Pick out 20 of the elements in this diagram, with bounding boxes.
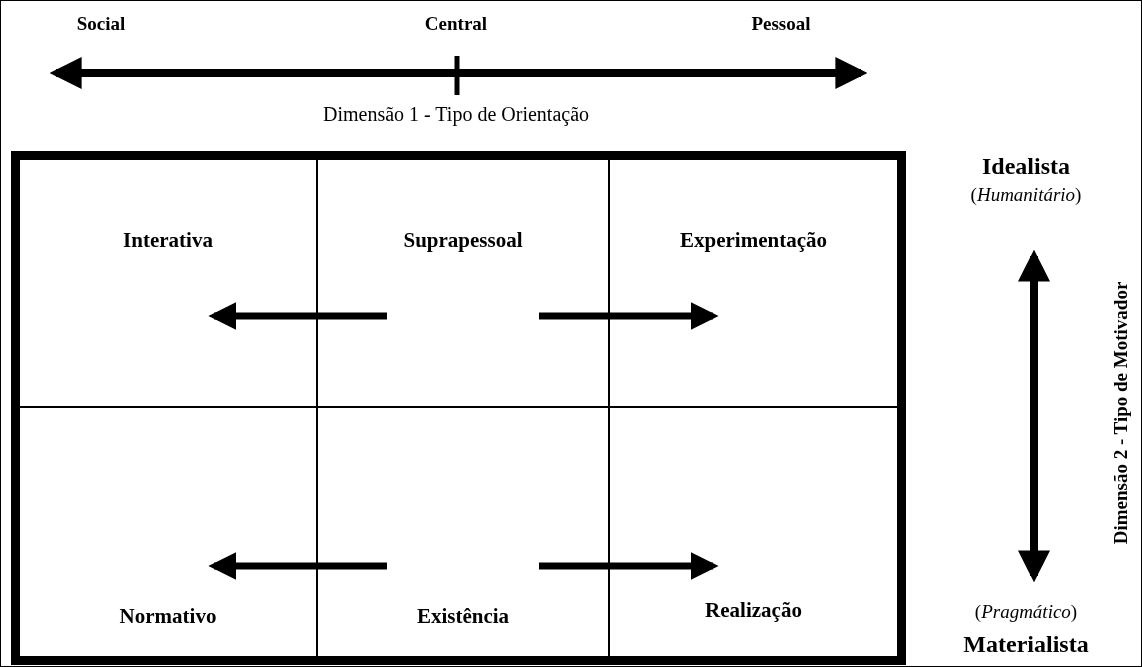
cell-title: Interativa <box>123 228 213 252</box>
cell-title: Realização <box>705 598 802 622</box>
cell-title: Normativo <box>119 604 217 628</box>
axis-title: Dimensão 1 - Tipo de Orientação <box>321 103 591 126</box>
cell-title: Existência <box>416 604 510 628</box>
grid-cell <box>608 406 899 658</box>
frame-box <box>11 151 906 665</box>
axis-label: Idealista <box>981 153 1071 180</box>
axis-label: Materialista <box>962 631 1090 658</box>
axis-label: (Pragmático) <box>973 601 1079 623</box>
axis-label: Social <box>75 13 127 35</box>
grid-cell <box>18 158 318 408</box>
cell-title: Suprapessoal <box>403 228 523 252</box>
axis-label: Pessoal <box>750 13 812 35</box>
cell-title: Experimentação <box>680 228 827 252</box>
axis-label: Central <box>423 13 489 35</box>
grid-cell <box>608 158 899 408</box>
axis-label: (Humanitário) <box>969 184 1083 206</box>
grid-cell <box>18 406 318 658</box>
axis-title: Dimensão 2 - Tipo de Motivador <box>1110 281 1132 545</box>
